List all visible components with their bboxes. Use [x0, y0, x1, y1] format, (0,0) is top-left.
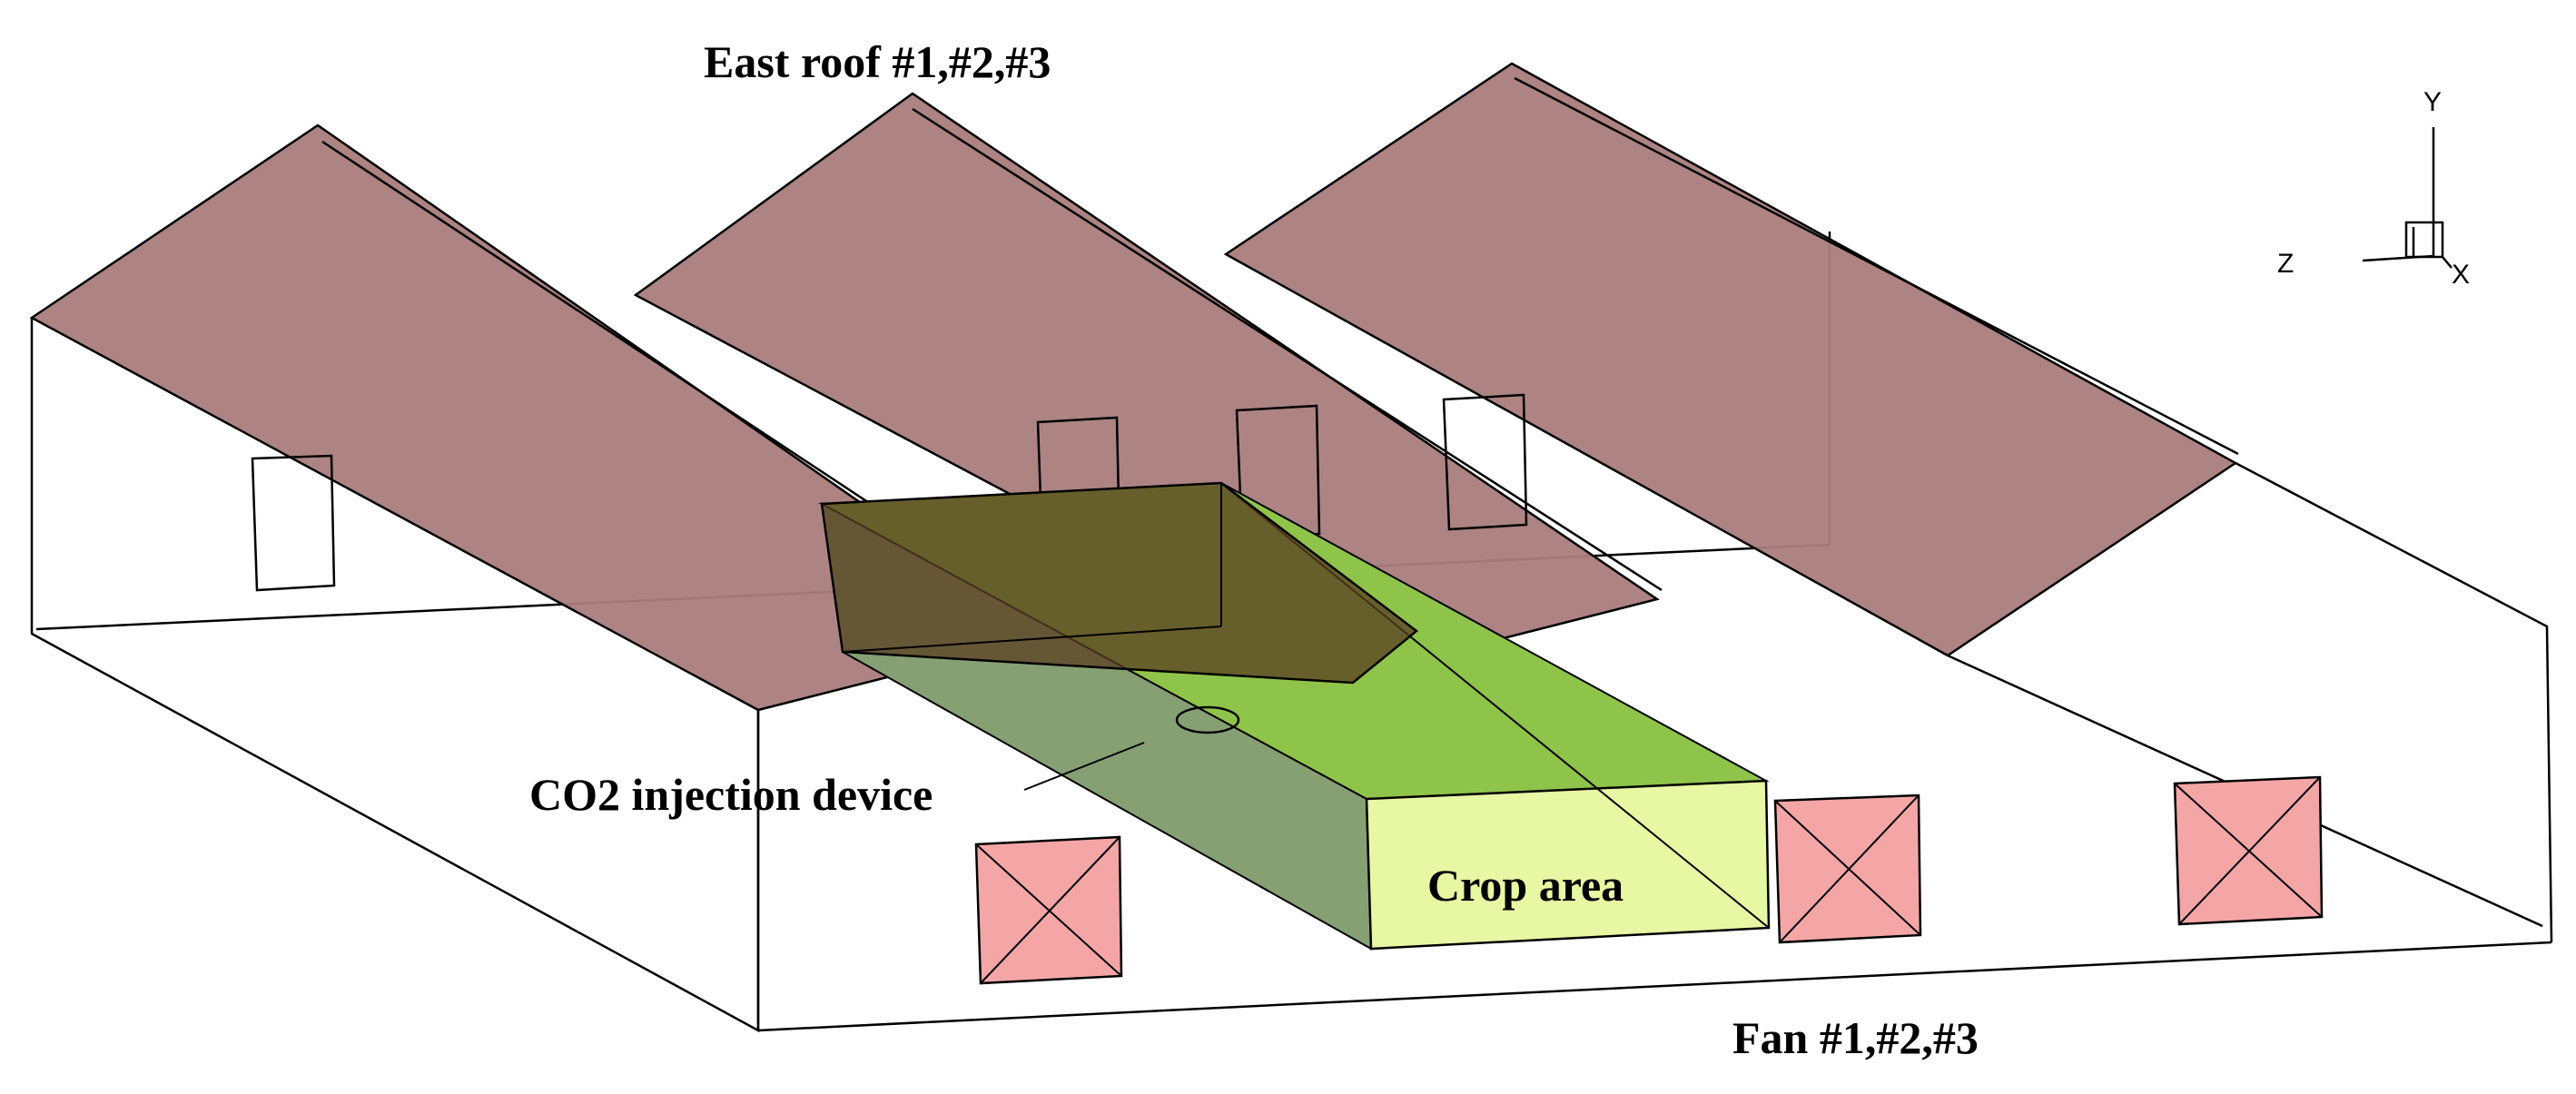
fan-2	[1773, 793, 1922, 944]
co2-device-label: CO2 injection device	[529, 769, 933, 820]
fan-3	[2173, 775, 2324, 926]
roof-panels	[29, 62, 2239, 712]
co2-box-top	[820, 481, 1419, 685]
z-axis-label: Z	[2277, 249, 2294, 279]
ridge-line-2	[912, 107, 1663, 592]
x-axis-box	[2404, 221, 2444, 259]
window-1	[251, 454, 336, 592]
fans-label: Fan #1,#2,#3	[1732, 1012, 1979, 1063]
co2-box-bottom	[842, 626, 1222, 653]
fan-1	[974, 835, 1123, 985]
front-right-wall	[2235, 461, 2553, 943]
east-roof-label: East roof #1,#2,#3	[704, 36, 1051, 87]
window-4	[1442, 393, 1528, 531]
x-axis-line	[2442, 256, 2453, 269]
co2-device-box	[820, 481, 1419, 791]
co2-injector-ring	[1175, 705, 1240, 734]
front-bottom-edge	[757, 941, 2552, 1032]
axis-triad	[2362, 127, 2453, 269]
y-axis-label: Y	[2423, 87, 2442, 117]
co2-leader-line	[1023, 742, 1145, 791]
crop-area-label: Crop area	[1427, 860, 1624, 911]
x-axis-label: X	[2452, 260, 2470, 290]
ridge-line-3	[1514, 76, 2239, 456]
fans	[974, 775, 2324, 985]
